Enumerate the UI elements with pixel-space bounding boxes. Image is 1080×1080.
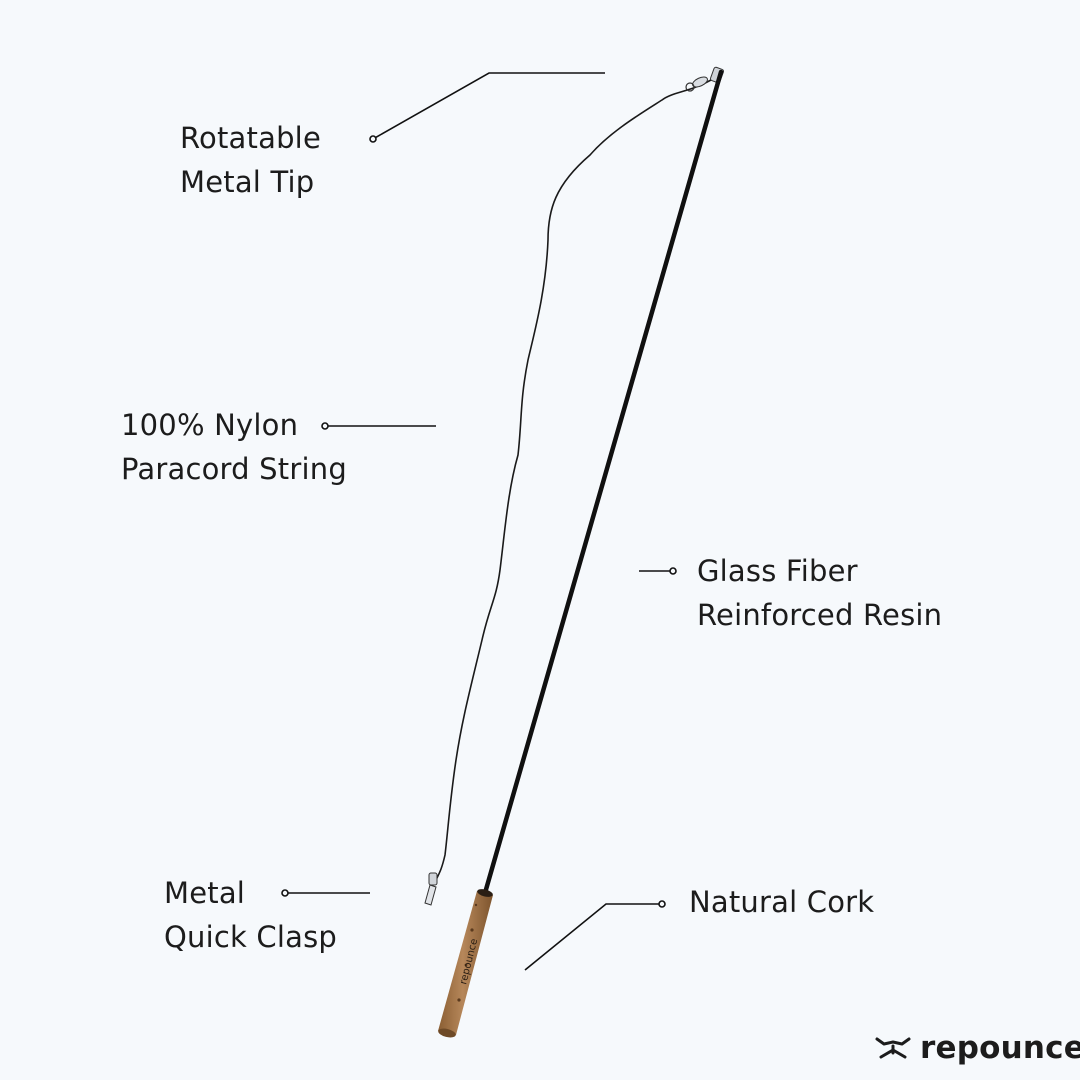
quick-clasp — [424, 872, 438, 906]
rod-callout-line2: Reinforced Resin — [697, 598, 943, 632]
clasp-callout-label: Metal Quick Clasp — [164, 871, 337, 959]
handle-callout-line1: Natural Cork — [689, 885, 875, 919]
rod-callout-line1: Glass Fiber — [697, 554, 858, 588]
handle-leader — [524, 900, 666, 971]
brand-logo: repounce — [874, 1030, 1080, 1066]
tip-callout-line2: Metal Tip — [180, 165, 315, 199]
brand-name: repounce — [920, 1030, 1080, 1066]
cork-handle: repounce — [438, 889, 493, 1038]
clasp-leader — [281, 889, 370, 897]
tip-callout-label: Rotatable Metal Tip — [180, 116, 321, 204]
string-callout-label: 100% Nylon Paracord String — [121, 403, 347, 491]
rod-leader — [639, 567, 677, 575]
tip-callout-line1: Rotatable — [180, 121, 321, 155]
glass-fiber-rod — [482, 69, 724, 896]
cat-face-icon — [875, 1037, 911, 1059]
tip-leader — [369, 72, 605, 143]
string-leader — [321, 422, 436, 430]
paracord-string — [435, 79, 712, 881]
string-callout-line1: 100% Nylon — [121, 408, 299, 442]
clasp-callout-line2: Quick Clasp — [164, 920, 338, 954]
string-callout-line2: Paracord String — [121, 452, 347, 486]
rod-callout-label: Glass Fiber Reinforced Resin — [697, 549, 942, 637]
clasp-callout-line1: Metal — [164, 876, 246, 910]
handle-callout-label: Natural Cork — [689, 880, 874, 924]
